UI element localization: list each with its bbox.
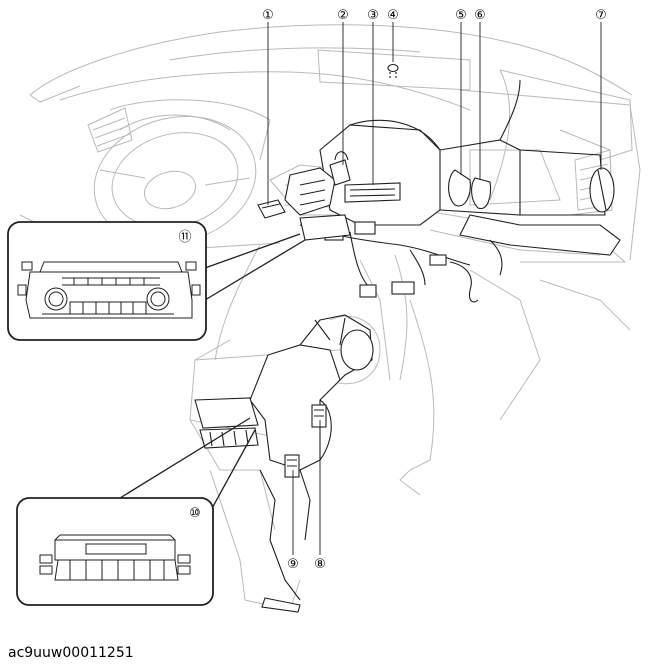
callout-11: ⑪ [178,230,191,245]
leader-lines [267,22,602,555]
figure-reference-id: ac9uuw00011251 [8,645,134,661]
hvac-components [194,63,621,613]
callout-6: ⑥ [474,8,486,23]
callout-10: ⑩ [189,506,201,521]
callout-5: ⑤ [455,8,467,23]
callout-3: ③ [367,8,379,23]
inset-11-front-control-panel: ⑪ [7,221,306,341]
callout-7: ⑦ [595,8,607,23]
callout-2: ② [337,8,349,23]
callout-labels: ① ② ③ ④ ⑤ ⑥ ⑦ ⑧ ⑨ [262,8,607,572]
callout-1: ① [262,8,274,23]
callout-9: ⑨ [287,557,299,572]
callout-4: ④ [387,8,399,23]
inset-10-rear-control-panel: ⑩ [16,417,256,606]
callout-8: ⑧ [314,557,326,572]
